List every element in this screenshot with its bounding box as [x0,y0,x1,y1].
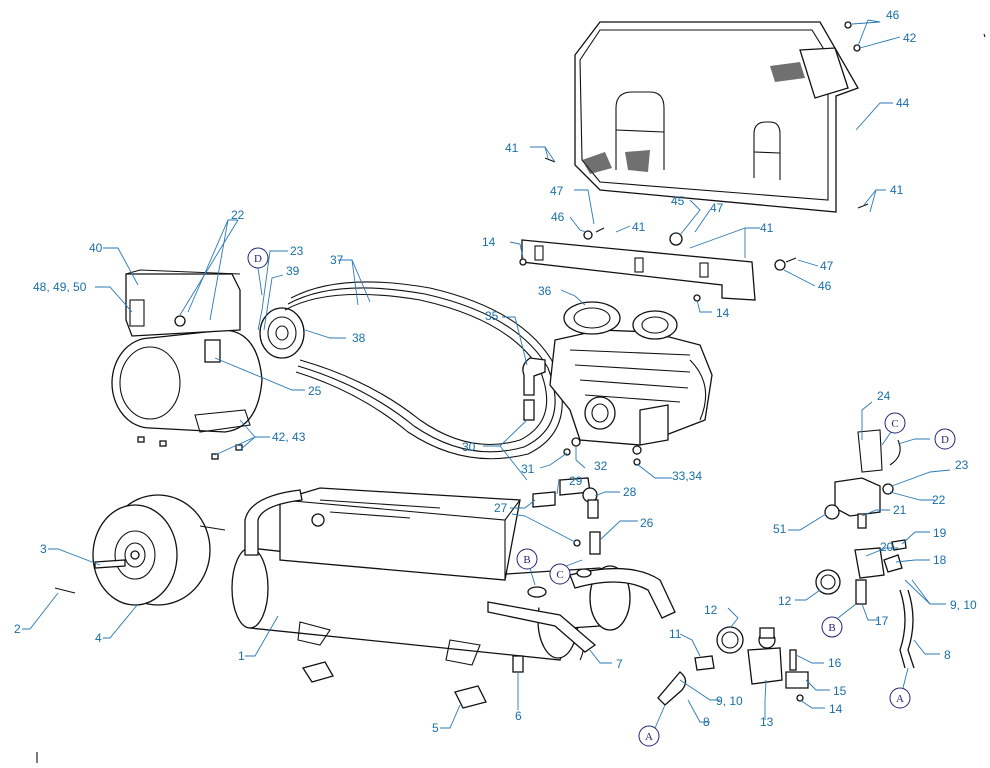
callout-20: 20 [880,540,894,554]
callout-35: 35 [485,309,499,323]
callout-45: 45 [671,194,685,208]
callout-3: 3 [40,542,47,556]
tank-frame-platform [244,487,676,653]
connector-ref-d-switch: D [934,428,956,450]
callout-26: 26 [640,516,654,530]
callout-9-10-left: 9, 10 [716,694,743,708]
callout-37: 37 [330,253,344,267]
callout-2: 2 [14,622,21,636]
callout-8-right: 8 [944,648,951,662]
callout-41-bracket-left: 41 [632,220,646,234]
callout-39: 39 [286,264,300,278]
connector-label: A [896,693,904,705]
callout-11: 11 [669,627,682,641]
callout-48-49-50: 48, 49, 50 [33,280,87,294]
callout-12-valve: 12 [778,594,792,608]
connector-label: A [645,731,653,743]
connector-label: B [523,554,530,566]
callout-12-regulator: 12 [704,603,718,617]
callout-14-regulator: 14 [829,702,843,716]
connector-label: C [891,418,898,430]
callout-47-center: 47 [710,201,724,215]
callout-14-bracket-right: 14 [716,306,730,320]
callout-25: 25 [308,384,322,398]
callout-14-bracket-left: 14 [482,235,496,249]
check-valve-manifold [815,539,915,669]
callout-46-bracket-right: 46 [818,279,832,293]
connector-ref-c-switch: C [881,412,906,446]
connector-ref-b-tank: B [516,548,538,586]
callout-8-left: 8 [703,715,710,729]
callout-23-motor: 23 [290,244,304,258]
callout-15: 15 [833,684,847,698]
callout-4: 4 [95,631,102,645]
connector-ref-d-motor: D [247,247,269,296]
callout-46-bracket-left: 46 [551,210,565,224]
callout-41-guard-right: 41 [890,183,904,197]
electric-motor [111,269,263,460]
connector-label: D [941,434,949,446]
compressor-pump [549,301,713,446]
rubber-feet [301,661,487,709]
callout-18: 18 [933,553,947,567]
callout-labels: 1 2 3 4 5 6 7 8 8 9, 10 9, 10 11 12 12 1… [14,8,977,735]
callout-31: 31 [521,462,535,476]
callout-19: 19 [933,526,947,540]
discharge-tube [522,357,642,466]
callout-32: 32 [594,459,608,473]
callout-40: 40 [89,241,103,255]
callout-42-43: 42, 43 [272,430,306,444]
callout-28: 28 [623,485,637,499]
callout-47-left: 47 [550,184,564,198]
callout-29: 29 [569,474,583,488]
regulator-assembly [657,626,809,706]
callout-38: 38 [352,331,366,345]
connector-ref-b-valve: B [821,603,857,638]
callout-1: 1 [238,649,245,663]
connector-ref-c-tank: C [549,559,583,585]
callout-47-right: 47 [820,259,834,273]
edge-mark [983,33,986,38]
callout-13: 13 [760,715,774,729]
callout-46-guard: 46 [886,8,900,22]
callout-41-guard-left: 41 [505,141,519,155]
connector-ref-a-left: A [638,704,666,747]
guard-bracket [519,239,756,302]
callout-6: 6 [515,709,522,723]
connector-label: C [556,569,563,581]
callout-24: 24 [877,389,891,403]
callout-16: 16 [828,656,842,670]
motor-pulley [259,307,305,359]
callout-42: 42 [903,31,917,45]
callout-27: 27 [494,501,508,515]
leader-lines [22,19,951,729]
callout-22-switch: 22 [932,493,946,507]
drive-belt [284,281,563,460]
wheel [54,494,226,606]
callout-33-34: 33,34 [672,469,702,483]
discharge-fittings [532,477,601,555]
pressure-switch [824,429,901,529]
belt-guard [574,21,859,213]
callout-22-motor: 22 [231,208,245,222]
callout-36: 36 [538,284,552,298]
callout-23-switch: 23 [955,458,969,472]
callout-5: 5 [432,721,439,735]
callout-41-bracket-right: 41 [760,221,774,235]
callout-44: 44 [896,96,910,110]
callout-7: 7 [616,657,623,671]
callout-17: 17 [875,614,889,628]
callout-51: 51 [773,522,787,536]
callout-21: 21 [893,503,907,517]
callout-9-10-right: 9, 10 [950,598,977,612]
hardware-washers [544,21,869,271]
callout-30: 30 [462,440,476,454]
connector-label: B [828,622,835,634]
connector-ref-a-right: A [889,667,911,709]
connector-label: D [254,253,262,265]
